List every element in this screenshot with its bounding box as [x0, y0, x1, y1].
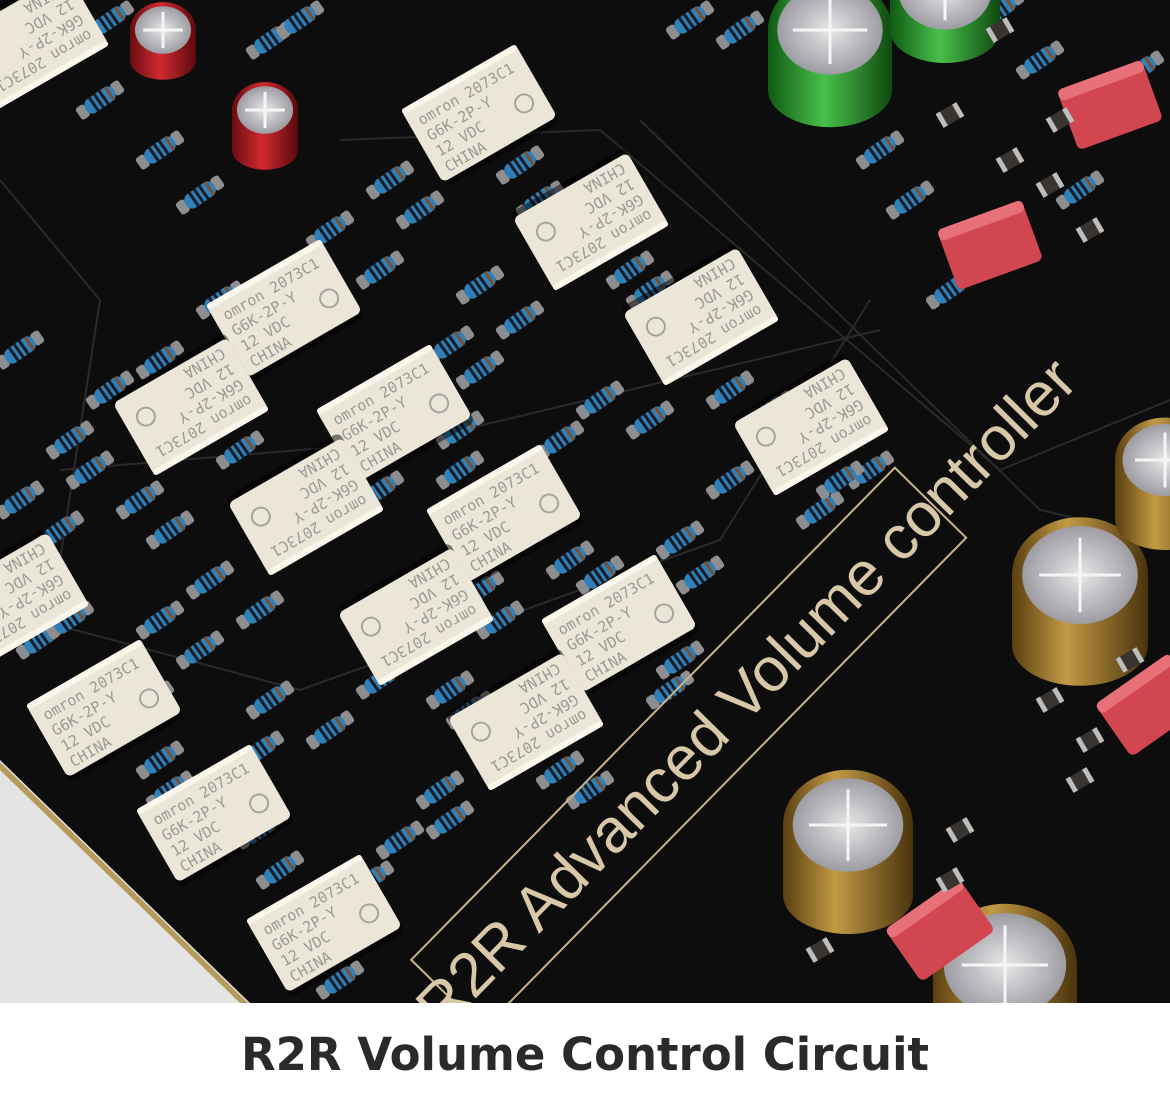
- smd-component: [1035, 172, 1065, 198]
- smd-component: [935, 867, 965, 893]
- smd-component: [935, 102, 965, 128]
- resistor: [815, 460, 865, 500]
- smd-component: [995, 147, 1025, 173]
- resistor: [85, 0, 135, 40]
- smd-component: [1075, 727, 1105, 753]
- resistor: [255, 850, 305, 890]
- resistor: [655, 640, 705, 680]
- resistor: [0, 330, 45, 370]
- resistor: [355, 250, 405, 290]
- resistor: [535, 750, 585, 790]
- resistor: [575, 555, 625, 595]
- resistor: [185, 560, 235, 600]
- resistor: [135, 740, 185, 780]
- resistor: [495, 300, 545, 340]
- resistor: [0, 480, 45, 520]
- resistor: [855, 130, 905, 170]
- resistor: [575, 380, 625, 420]
- resistor: [85, 370, 135, 410]
- figure-caption: R2R Volume Control Circuit: [240, 1028, 930, 1081]
- resistor: [885, 180, 935, 220]
- film-capacitor: [1058, 60, 1162, 149]
- resistor: [75, 80, 125, 120]
- smd-component: [945, 817, 975, 843]
- electrolytic-capacitor-green: [768, 0, 892, 128]
- table-surface: [0, 760, 250, 1003]
- resistor: [245, 680, 295, 720]
- film-capacitor: [886, 879, 993, 980]
- resistor: [425, 325, 475, 365]
- smd-component: [1115, 647, 1145, 673]
- smd-component: [1045, 107, 1075, 133]
- resistor: [705, 460, 755, 500]
- resistor: [305, 710, 355, 750]
- electrolytic-capacitor-red: [130, 1, 196, 80]
- resistor: [175, 175, 225, 215]
- resistor: [1015, 40, 1065, 80]
- resistor: [175, 630, 225, 670]
- electrolytic-capacitor-gold: [1012, 517, 1148, 686]
- resistor: [455, 350, 505, 390]
- resistor: [435, 450, 485, 490]
- film-capacitor: [938, 200, 1042, 289]
- electrolytic-capacitor-green: [890, 0, 1000, 63]
- resistor: [135, 340, 185, 380]
- resistor: [715, 10, 765, 50]
- resistor: [135, 600, 185, 640]
- resistor: [605, 250, 655, 290]
- resistor: [315, 960, 365, 1000]
- resistor: [1055, 170, 1105, 210]
- resistor: [655, 520, 705, 560]
- resistor: [625, 400, 675, 440]
- resistor: [495, 145, 545, 185]
- resistor: [705, 370, 755, 410]
- resistor: [425, 800, 475, 840]
- resistor: [425, 670, 475, 710]
- resistor: [45, 420, 95, 460]
- resistor: [455, 265, 505, 305]
- resistor: [115, 480, 165, 520]
- resistor: [275, 0, 325, 40]
- resistor: [215, 430, 265, 470]
- electrolytic-capacitor-gold: [783, 769, 913, 934]
- resistor: [65, 450, 115, 490]
- smd-component: [1035, 687, 1065, 713]
- smd-component: [805, 937, 835, 963]
- smd-component: [1065, 767, 1095, 793]
- resistor: [395, 190, 445, 230]
- smd-component: [985, 17, 1015, 43]
- smd-component: [1075, 217, 1105, 243]
- resistor: [365, 160, 415, 200]
- resistor: [665, 0, 715, 40]
- electrolytic-capacitor-gold: [1115, 417, 1170, 550]
- resistor: [135, 130, 185, 170]
- resistor: [145, 510, 195, 550]
- film-capacitor: [1096, 654, 1170, 755]
- resistor: [675, 555, 725, 595]
- silkscreen-frame: [409, 466, 968, 1003]
- resistor: [795, 490, 845, 530]
- resistor: [415, 770, 465, 810]
- resistor: [235, 590, 285, 630]
- resistor: [375, 820, 425, 860]
- electrolytic-capacitor-red: [232, 81, 298, 170]
- resistor: [545, 540, 595, 580]
